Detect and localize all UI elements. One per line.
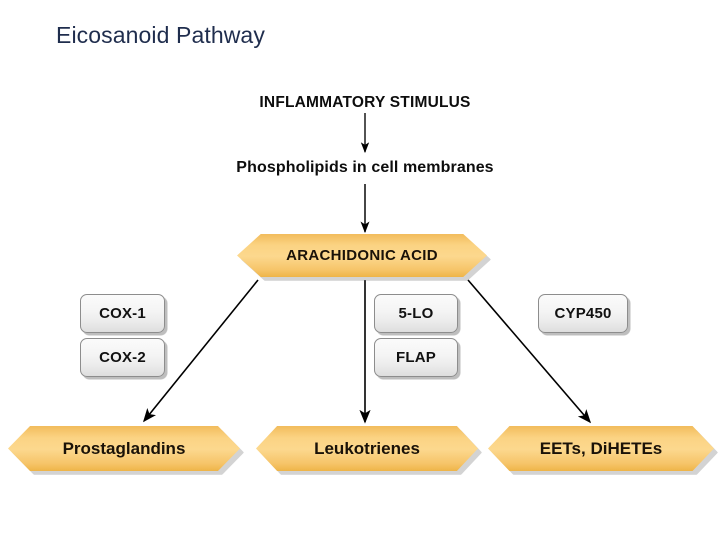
node-phospholipids: Phospholipids in cell membranes — [236, 159, 494, 176]
hexagon-leukotrienes[interactable]: Leukotrienes — [256, 426, 478, 471]
node-inflammatory-stimulus: INFLAMMATORY STIMULUS — [259, 94, 471, 111]
enzyme-box-cox-2-label: COX-2 — [99, 349, 146, 366]
enzyme-box-cyp450[interactable]: CYP450 — [538, 294, 628, 333]
page-title: Eicosanoid Pathway — [56, 22, 265, 48]
enzyme-box-cox-1-label: COX-1 — [99, 305, 146, 322]
hexagon-prostaglandins[interactable]: Prostaglandins — [8, 426, 240, 471]
enzyme-box-cox-1[interactable]: COX-1 — [80, 294, 165, 333]
hexagon-leukotrienes-label: Leukotrienes — [314, 438, 420, 458]
enzyme-box-flap-label: FLAP — [396, 349, 436, 366]
hexagon-arachidonic-acid-label: ARACHIDONIC ACID — [286, 247, 438, 264]
hexagon-eets-dihetes[interactable]: EETs, DiHETEs — [488, 426, 714, 471]
enzyme-box-flap[interactable]: FLAP — [374, 338, 458, 377]
hexagon-arachidonic-acid[interactable]: ARACHIDONIC ACID — [237, 234, 487, 277]
enzyme-box-5-lo-label: 5-LO — [398, 305, 434, 322]
enzyme-box-cox-2[interactable]: COX-2 — [80, 338, 165, 377]
hexagon-prostaglandins-label: Prostaglandins — [62, 438, 186, 458]
hexagon-eets-dihetes-label: EETs, DiHETEs — [539, 438, 663, 458]
enzyme-box-cyp450-label: CYP450 — [554, 305, 612, 322]
enzyme-box-5-lo[interactable]: 5-LO — [374, 294, 458, 333]
